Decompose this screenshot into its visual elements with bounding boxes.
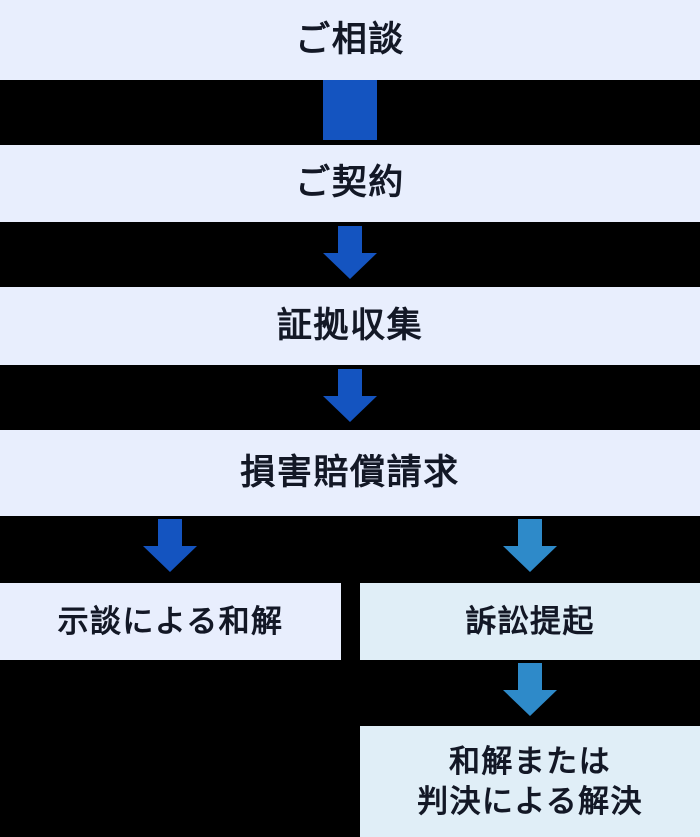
flow-node-consult[interactable]: ご相談 xyxy=(0,0,700,80)
arrow-claim-to-settlement-icon xyxy=(143,519,197,572)
arrow-claim-to-lawsuit-icon xyxy=(503,519,557,572)
flow-node-contract-label: ご契約 xyxy=(295,163,405,203)
flow-node-contract[interactable]: ご契約 xyxy=(0,145,700,222)
flow-node-resolution[interactable]: 和解または 判決による解決 xyxy=(360,726,700,837)
flow-node-resolution-label: 和解または 判決による解決 xyxy=(417,743,643,819)
flow-node-claim-label: 損害賠償請求 xyxy=(240,452,460,492)
arrow-lawsuit-to-resolution-icon xyxy=(503,663,557,716)
flow-node-evidence-label: 証拠収集 xyxy=(276,305,424,345)
flow-node-settlement-label: 示談による和解 xyxy=(57,603,284,639)
arrow-contract-to-evidence-icon xyxy=(323,226,377,279)
flow-node-settlement[interactable]: 示談による和解 xyxy=(0,583,341,660)
flow-node-evidence[interactable]: 証拠収集 xyxy=(0,287,700,365)
arrow-evidence-to-claim-icon xyxy=(323,369,377,422)
flow-node-lawsuit[interactable]: 訴訟提起 xyxy=(360,583,700,660)
flow-node-lawsuit-label: 訴訟提起 xyxy=(465,603,595,639)
flow-node-consult-label: ご相談 xyxy=(295,19,405,59)
flow-node-claim[interactable]: 損害賠償請求 xyxy=(0,430,700,516)
arrow-consult-to-contract-icon xyxy=(323,80,377,140)
